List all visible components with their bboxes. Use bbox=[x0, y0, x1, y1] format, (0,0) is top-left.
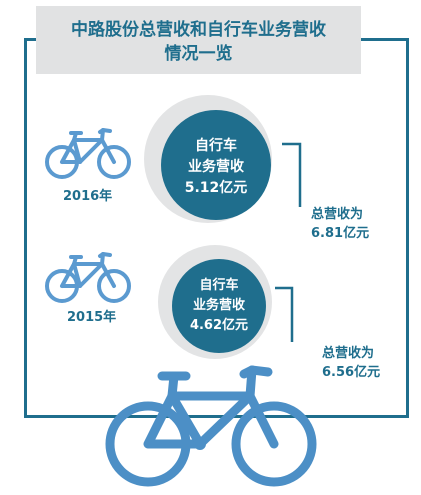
total-revenue-caption: 总营收为 bbox=[322, 346, 375, 361]
bike-revenue-value-2016: 5.12亿元 bbox=[184, 180, 248, 196]
year-label-2016: 2016年 bbox=[63, 189, 113, 204]
bicycle-icon-2015 bbox=[45, 252, 131, 303]
title-line-2: 情况一览 bbox=[164, 44, 233, 64]
bike-revenue-bubble-2016: 自行车 业务营收 5.12亿元 bbox=[161, 110, 271, 220]
chart-title: 中路股份总营收和自行车业务营收 情况一览 bbox=[36, 18, 361, 66]
bike-revenue-label-2015: 自行车 业务营收 4.62亿元 bbox=[172, 276, 266, 336]
bicycle-large-icon bbox=[105, 365, 317, 487]
title-box: 中路股份总营收和自行车业务营收 情况一览 bbox=[36, 6, 361, 74]
bicycle-icon-2016 bbox=[45, 128, 131, 179]
total-revenue-value-2016: 6.81亿元 bbox=[311, 226, 370, 241]
bike-revenue-bubble-2015: 自行车 业务营收 4.62亿元 bbox=[172, 259, 266, 353]
total-revenue-label-2016: 总营收为 6.81亿元 bbox=[311, 205, 369, 243]
bike-revenue-label-2016: 自行车 业务营收 5.12亿元 bbox=[161, 136, 271, 199]
bike-revenue-label-line1: 自行车 bbox=[195, 138, 237, 154]
bike-revenue-value-2015: 4.62亿元 bbox=[189, 318, 249, 333]
total-revenue-caption: 总营收为 bbox=[311, 207, 364, 222]
connector-2015 bbox=[275, 286, 294, 342]
title-line-1: 中路股份总营收和自行车业务营收 bbox=[71, 20, 326, 40]
total-revenue-value-2015: 6.56亿元 bbox=[322, 365, 381, 380]
bike-revenue-label-line2: 业务营收 bbox=[188, 159, 244, 175]
total-revenue-label-2015: 总营收为 6.56亿元 bbox=[322, 344, 380, 382]
year-label-2015: 2015年 bbox=[67, 310, 117, 325]
bike-revenue-label-line1: 自行车 bbox=[199, 278, 239, 293]
bike-revenue-label-line2: 业务营收 bbox=[192, 298, 245, 313]
connector-2016 bbox=[282, 142, 302, 207]
